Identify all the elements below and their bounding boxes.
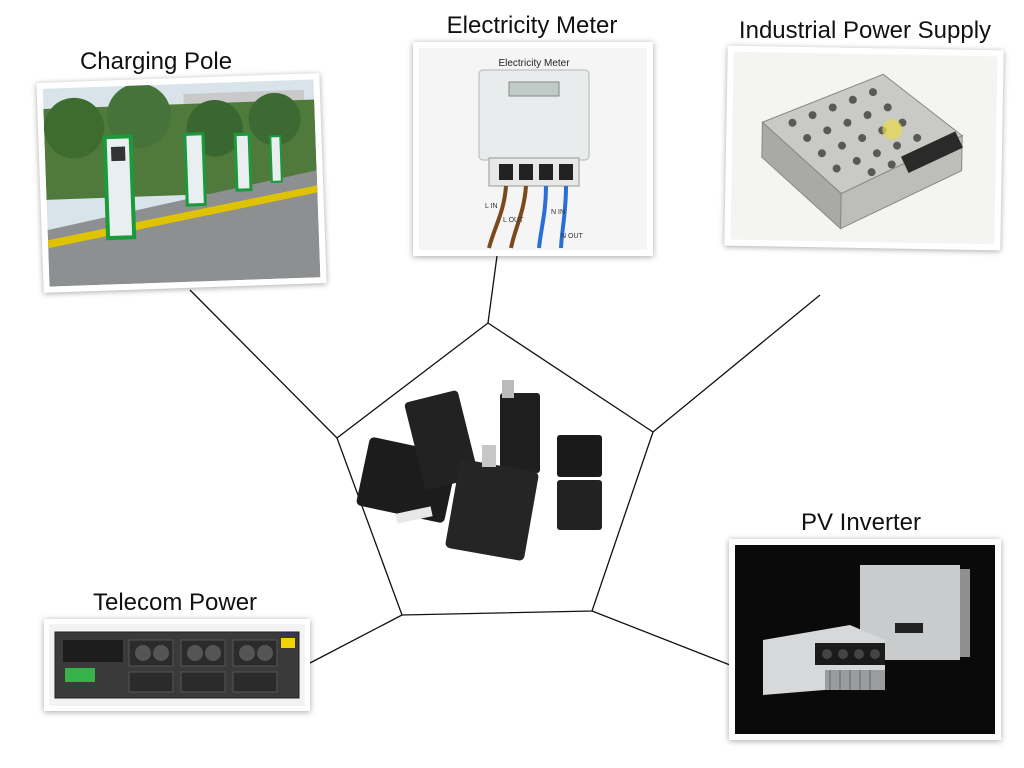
meter-face-text: Electricity Meter: [498, 58, 570, 69]
wire-label-n-out: N OUT: [561, 233, 584, 240]
wire-label-n-in: N IN: [551, 209, 565, 216]
wire-label-l-in: L IN: [485, 203, 498, 210]
photo-industrial-power-supply: [724, 45, 1004, 251]
label-telecom-power: Telecom Power: [92, 589, 258, 616]
ev-charging-station-icon: [42, 79, 321, 287]
connector-telecom-power: [309, 614, 403, 664]
photo-telecom-power: [44, 619, 310, 711]
photo-charging-pole: [36, 73, 327, 293]
center-components-image: [352, 365, 637, 585]
film-capacitor-components-icon: [356, 380, 602, 561]
power-supply-unit-icon: [730, 51, 998, 245]
connector-industrial-power-supply: [652, 294, 821, 433]
label-charging-pole: Charging Pole: [79, 48, 233, 75]
connector-pv-inverter: [591, 610, 731, 666]
connector-electricity-meter: [487, 255, 498, 324]
center-pentagon: [336, 322, 654, 616]
label-pv-inverter: PV Inverter: [800, 509, 922, 536]
photo-electricity-meter: Electricity Meter L IN L OUT N IN N OUT: [413, 42, 653, 256]
connector-charging-pole: [189, 289, 338, 439]
photo-pv-inverter: [729, 539, 1001, 740]
label-industrial-power-supply: Industrial Power Supply: [738, 17, 992, 44]
electricity-meter-icon: Electricity Meter L IN L OUT N IN N OUT: [419, 48, 647, 250]
telecom-rack-power-icon: [49, 624, 305, 706]
label-electricity-meter: Electricity Meter: [446, 12, 618, 39]
solar-inverter-icon: [735, 545, 995, 734]
wire-label-l-out: L OUT: [503, 217, 524, 224]
